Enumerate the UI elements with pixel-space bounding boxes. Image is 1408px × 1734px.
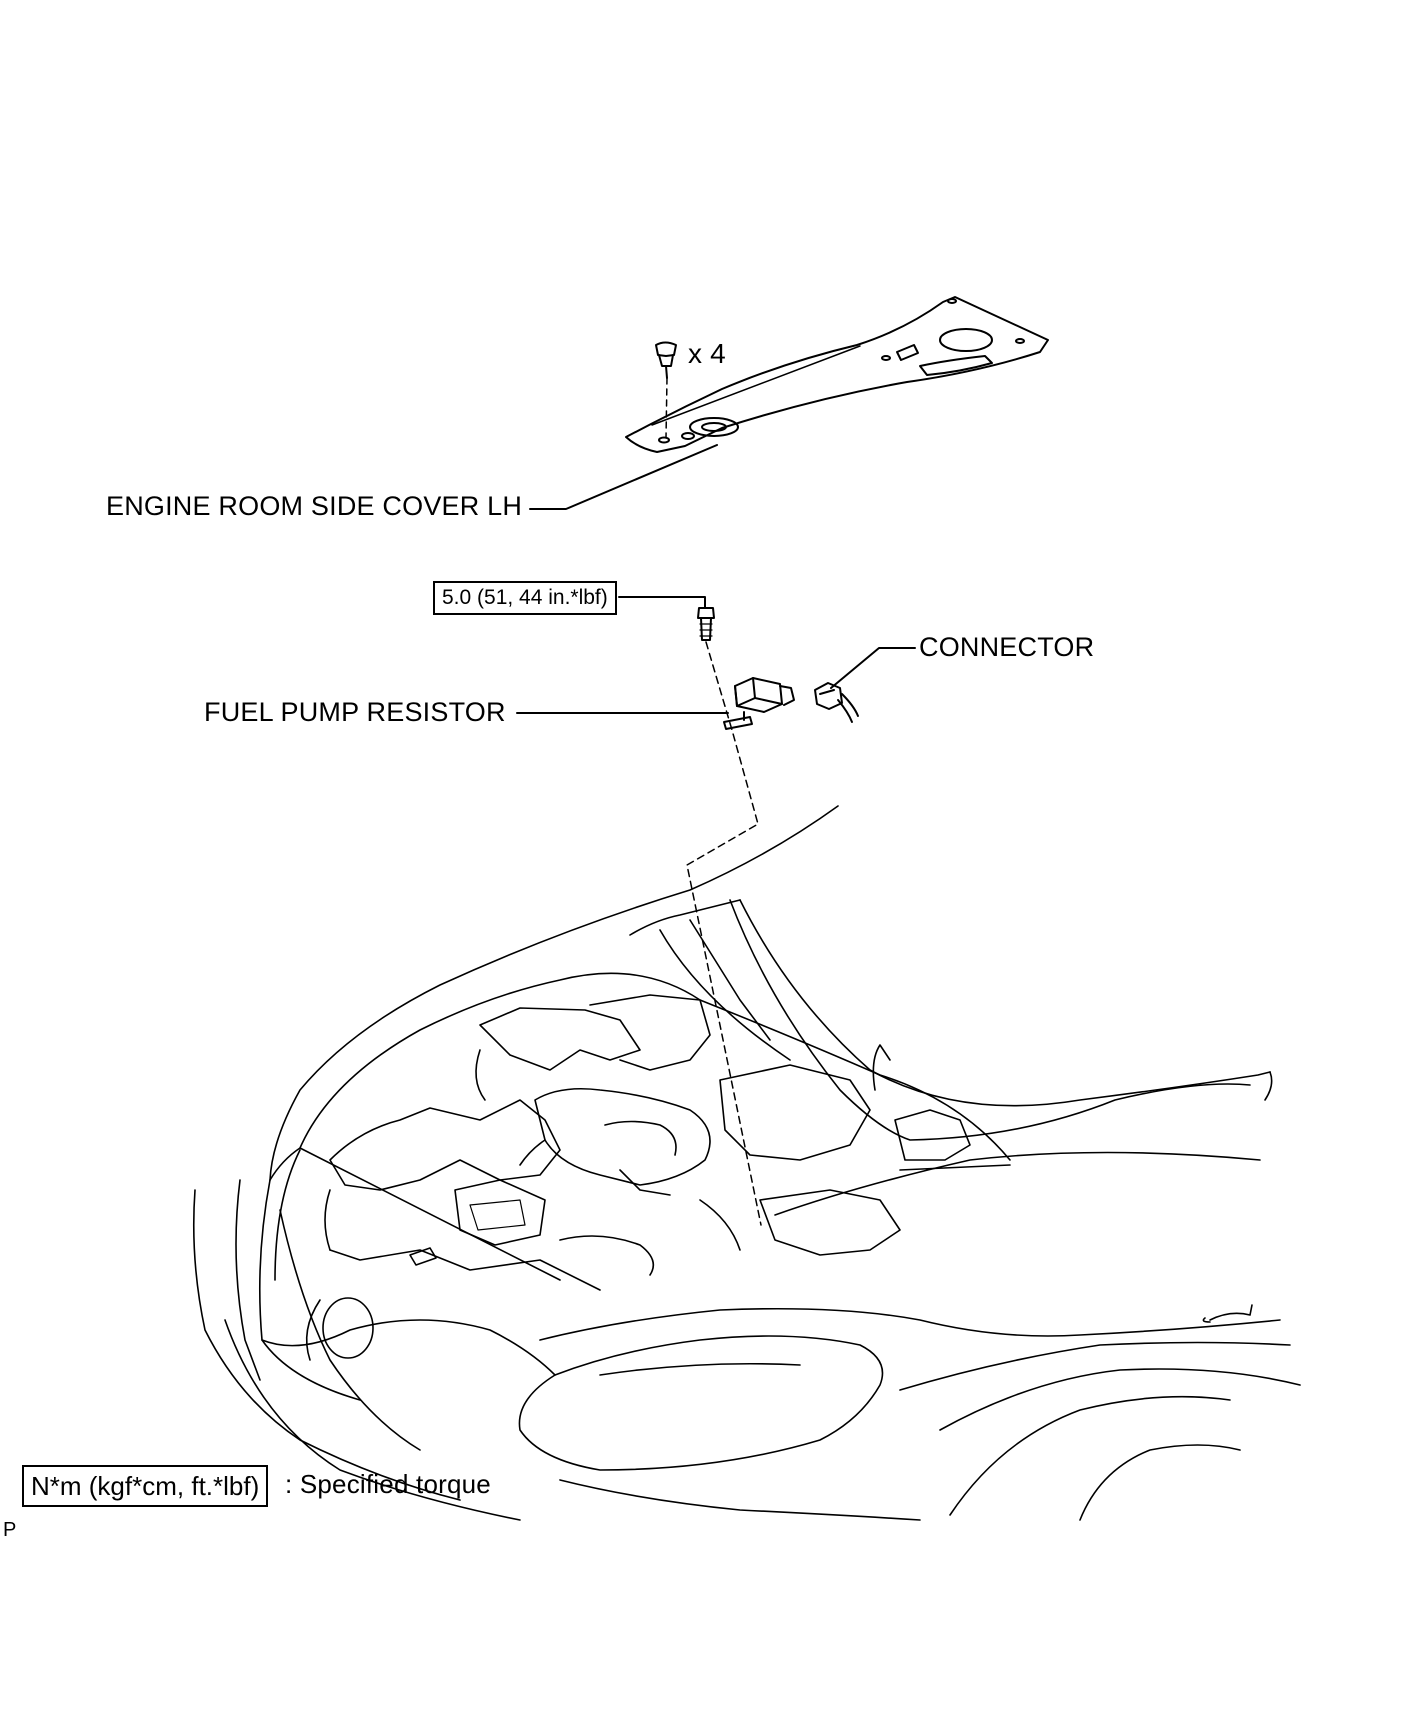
torque-legend-description: : Specified torque	[285, 1469, 491, 1499]
clip-icon	[655, 341, 677, 439]
torque-value-box: 5.0 (51, 44 in.*lbf)	[433, 581, 617, 615]
clip-quantity-label: x 4	[688, 338, 726, 369]
cover-leader-line	[529, 444, 718, 510]
connector-leader-line	[830, 647, 916, 689]
bolt-icon	[697, 607, 715, 641]
page-mark: P	[3, 1519, 17, 1541]
connector-drawing	[814, 682, 859, 723]
torque-leader-line	[618, 596, 706, 609]
fuel-pump-resistor-drawing	[723, 677, 795, 730]
alignment-dashed-line	[686, 641, 762, 1226]
engine-room-side-cover-drawing	[625, 296, 1049, 453]
engine-room-side-cover-label: ENGINE ROOM SIDE COVER LH	[106, 491, 523, 521]
car-front-drawing	[192, 805, 1301, 1521]
torque-unit-box: N*m (kgf*cm, ft.*lbf)	[22, 1465, 269, 1507]
fuel-pump-resistor-label: FUEL PUMP RESISTOR	[204, 697, 506, 727]
connector-label: CONNECTOR	[919, 632, 1095, 662]
